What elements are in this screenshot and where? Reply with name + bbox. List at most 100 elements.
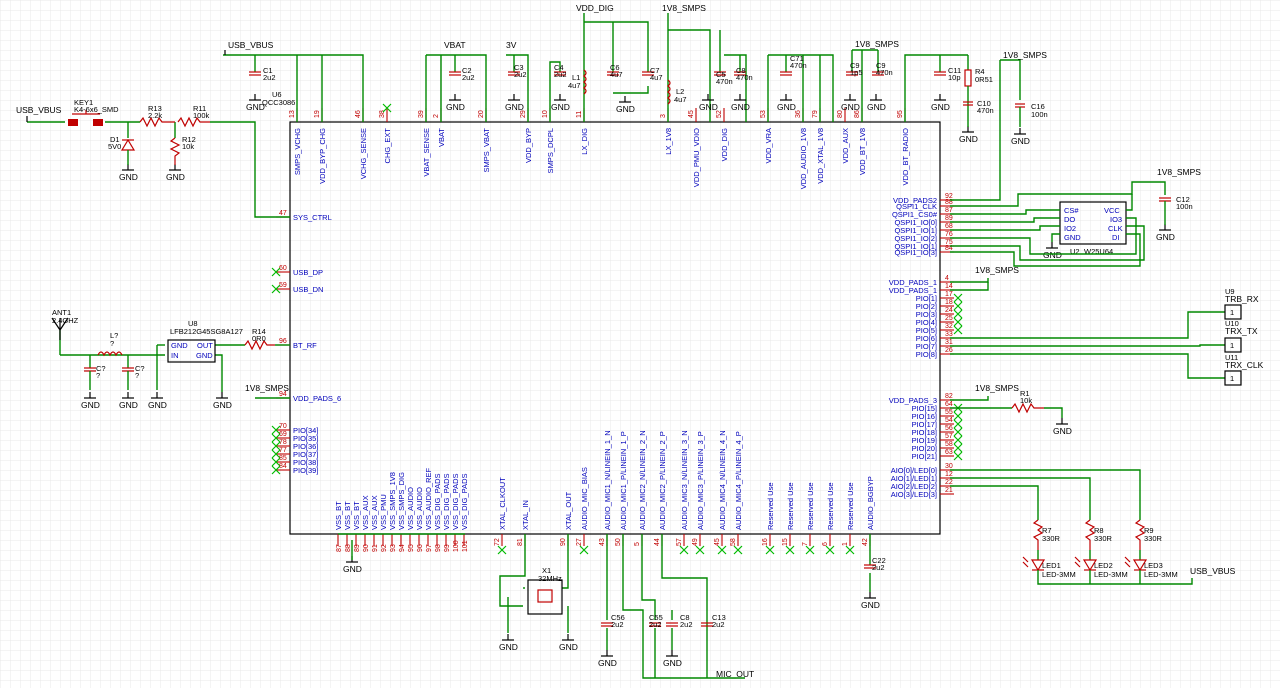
capacitor-c10[interactable]: C10 470n [963,99,994,115]
u6-right-pin-name: QSPI1_IO[2] [894,234,937,243]
inductor-l2[interactable]: L2 4u7 [667,79,687,105]
capacitor-ref: C7 [650,66,660,75]
capacitor-c-rf2[interactable]: C? ? [122,364,145,390]
resistor-r11[interactable]: R11 100k [177,104,210,128]
u6-bottom-pin-name: VSS_DIG_PADS [451,473,460,530]
u6-right-pin-number: 25 [945,315,953,322]
header-net-label: TRB_RX [1225,294,1259,304]
u6-top-pin-name: VBAT [437,128,446,147]
capacitor-ref: C3 [514,63,524,72]
u6-top-pin-name: LX_1V8 [664,128,673,155]
u6-right-pin-number: 87 [945,207,953,214]
ground-symbol: GND [119,392,138,410]
resistor-r13[interactable]: R13 2.2k [139,104,175,128]
u6-right-pin-name: VDD_PADS_1 [889,286,937,295]
gnd-label: GND [663,658,682,668]
inductor-l-rf[interactable]: L? ? [97,331,123,357]
gnd-label: GND [551,102,570,112]
u6-bottom-pin-name: AUDIO_MIC1_N/LINEIN_1_N [603,430,612,530]
u6-right-pin-number: 57 [945,433,953,440]
resistor-r1[interactable]: R1 10k [1011,389,1044,414]
flash-u2[interactable]: U2 W25U64 CS# DO IO2 GND VCC IO3 CLK DI [1059,201,1127,256]
svg-text:L1: L1 [572,73,580,82]
u6-left-pin-name: PIO[35] [293,434,318,443]
header-net-label: TRX_CLK [1225,360,1264,370]
ground-symbol: GND [663,650,682,668]
u6-bottom-pin-number: 94 [399,544,406,552]
gnd-label: GND [119,172,138,182]
u6-right-pin-name: VDD_PADS_3 [889,396,937,405]
u6-bottom-pin-number: 7 [802,542,809,546]
led-value: LED-3MM [1094,570,1128,579]
switch-key1[interactable]: KEY1 K4-6x6_SMD [68,98,119,126]
u6-ic[interactable]: U6 QCC3086 13SMPS_VCHG19VDD_BYP_CHG46VCH… [262,90,963,555]
u6-top-pin-number: 86 [854,110,861,118]
u6-top-pin-name: SMPS_DCPL [546,128,555,173]
capacitor-c-rf1[interactable]: C? ? [84,364,106,390]
resistor-r4[interactable]: R4 0R51 [964,67,993,127]
capacitor-c12[interactable]: C12 100n [1159,195,1193,225]
svg-text:0R0: 0R0 [252,334,266,343]
capacitor-value: 2u2 [680,620,693,629]
u6-bottom-pin-name: AUDIO_MIC3_N/LINEIN_3_N [680,430,689,530]
svg-text:IN: IN [171,351,179,360]
resistor-r14[interactable]: R14 0R0 [244,327,275,351]
u6-right-pin-name: PIO[16] [912,412,937,421]
u6-top-pin-number: 95 [897,110,904,118]
no-connect-mark [953,325,963,335]
u6-bottom-pin-number: 57 [676,538,683,546]
header-ref: U9 [1225,287,1235,296]
ground-symbol: GND [81,392,100,410]
u6-right-pin-number: 32 [945,323,953,330]
capacitor-c16[interactable]: C16 100n [1015,102,1048,127]
svg-text:1V8_SMPS: 1V8_SMPS [975,383,1019,393]
svg-text:1V8_SMPS: 1V8_SMPS [1003,50,1047,60]
svg-text:0R51: 0R51 [975,75,993,84]
ground-symbol: GND [246,94,265,112]
resistor-r12[interactable]: R12 10k [169,135,196,165]
u6-left-pin-name: USB_DP [293,268,323,277]
antenna-ant1[interactable]: ANT1 2.4GHZ [51,308,79,340]
u6-top-pin-number: 38 [379,110,386,118]
diode-d1[interactable]: D1 5V0 [108,135,136,165]
top-power-wiring [223,13,1021,201]
u6-bottom-pin-name: AUDIO_MIC1_P/LINEIN_1_P [619,431,628,530]
u6-right-pin-name: AIO[0]/LED[0] [891,466,937,475]
crystal-x1[interactable]: X1 32MHz [527,566,563,615]
svg-text:LFB212G45SG8A127: LFB212G45SG8A127 [170,327,243,336]
svg-text:K4-6x6_SMD: K4-6x6_SMD [74,105,119,114]
balun-u8[interactable]: U8 LFB212G45SG8A127 GND IN OUT GND [167,319,243,363]
inductor-l1[interactable]: L1 4u7 [568,69,587,95]
header-ref: U10 [1225,319,1239,328]
svg-text:MIC_OUT: MIC_OUT [716,669,754,679]
u6-top-pin-number: 53 [760,110,767,118]
gnd-label: GND [1011,136,1030,146]
capacitor-ref: C5 [716,70,726,79]
u6-bottom-pin-name: AUDIO_MIC2_P/LINEIN_2_P [658,431,667,530]
